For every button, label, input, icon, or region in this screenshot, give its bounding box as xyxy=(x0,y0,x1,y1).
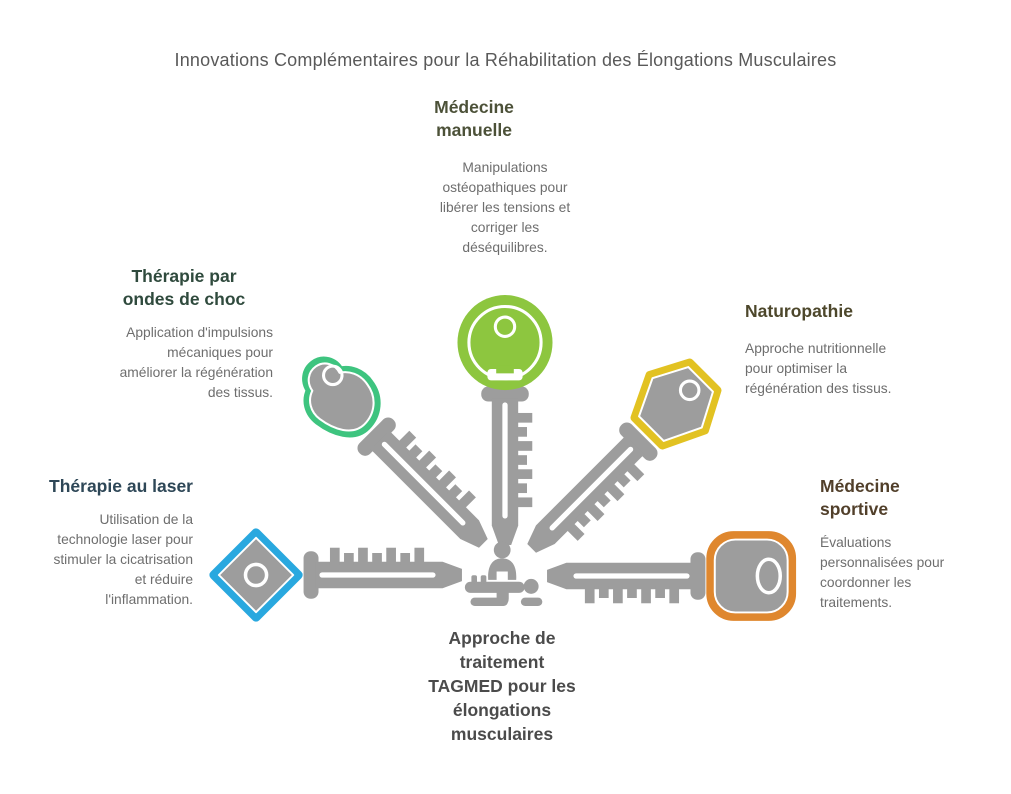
key-ondes-de-choc xyxy=(264,324,526,586)
item-title-therapie-au-laser: Thérapie au laser xyxy=(49,476,193,496)
clover-key-icon xyxy=(264,324,503,561)
key-medecine-manuelle xyxy=(452,288,558,552)
key-therapie-au-laser xyxy=(205,522,469,628)
massage-therapy-icon xyxy=(463,540,547,616)
round-key-icon xyxy=(457,295,553,545)
key-medecine-sportive xyxy=(540,523,804,629)
square-key-icon xyxy=(547,523,804,629)
item-description-therapie-au-laser: Utilisation de la technologie laser pour… xyxy=(53,512,193,607)
item-title-medecine-manuelle: Médecine manuelle xyxy=(434,97,514,140)
item-title-naturopathie: Naturopathie xyxy=(745,301,853,321)
page-title: Innovations Complémentaires pour la Réha… xyxy=(174,50,837,70)
key-naturopathie xyxy=(489,329,751,591)
item-description-medecine-sportive: Évaluations personnalisées pour coordonn… xyxy=(820,535,945,610)
center-approach-label: Approche de traitement TAGMED pour les é… xyxy=(428,628,576,744)
item-title-medecine-sportive: Médecine sportive xyxy=(820,476,900,519)
item-description-naturopathie: Approche nutritionnelle pour optimiser l… xyxy=(745,341,892,396)
diamond-key-icon xyxy=(205,522,462,628)
item-description-ondes-de-choc: Application d'impulsions mécaniques pour… xyxy=(119,325,273,400)
item-title-ondes-de-choc: Thérapie par ondes de choc xyxy=(122,266,246,309)
item-description-medecine-manuelle: Manipulations ostéopathiques pour libére… xyxy=(439,160,571,255)
hexagon-key-icon xyxy=(514,329,751,568)
